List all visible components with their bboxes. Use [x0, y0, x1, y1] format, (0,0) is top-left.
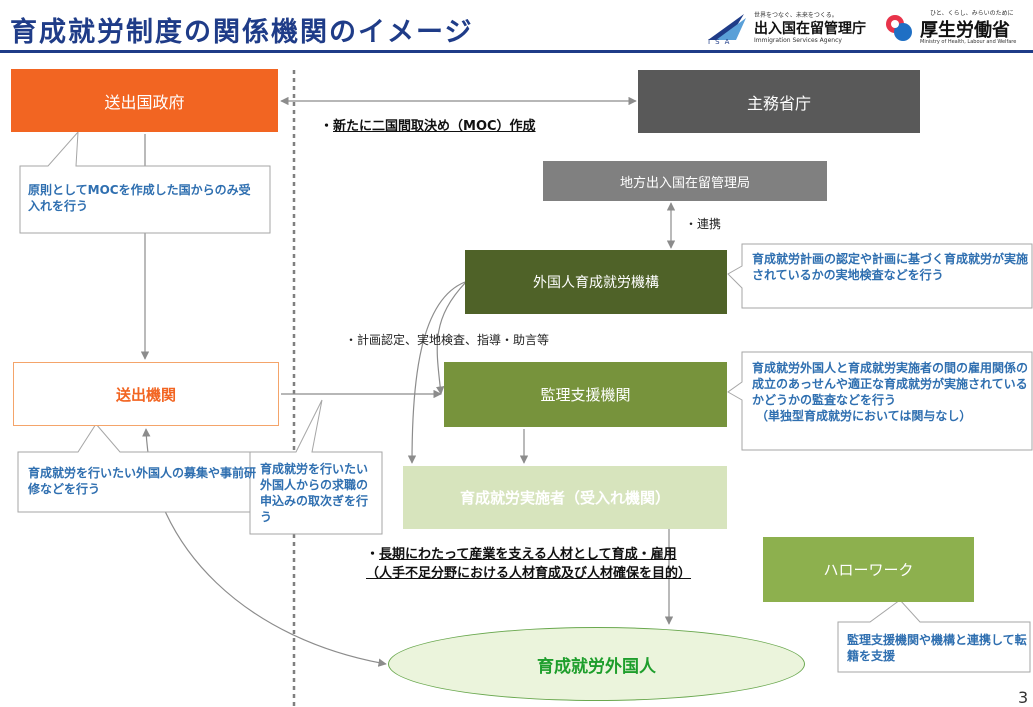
supervising-note: 育成就労外国人と育成就労実施者の間の雇用関係の成立のあっせんや適正な育成就労が実…: [752, 360, 1032, 424]
mhlw-tagline: ひと、くらし、みらいのために: [930, 10, 1014, 17]
org-guidance-curve: [407, 281, 466, 464]
callout-shape-hellowork: [837, 599, 1031, 673]
supervising-note-sub: （単独型育成就労においては関与なし）: [756, 409, 972, 423]
callout-shape-supervise: [727, 351, 1033, 451]
training-org-box: 外国人育成就労機構: [465, 250, 727, 314]
page-number: 3: [1018, 688, 1029, 707]
plan-certification-label: ・計画認定、実地検査、指導・助言等: [345, 333, 550, 347]
callout-shape-job: [249, 399, 383, 535]
foreign-worker-ellipse: 育成就労外国人: [388, 627, 805, 701]
mhlw-english-name: Ministry of Health, Labour and Welfare: [920, 39, 1017, 45]
sending-org-note: 育成就労を行いたい外国人の募集や事前研修などを行う: [28, 466, 257, 496]
sending-org-box: 送出機関: [13, 362, 279, 426]
isa-logo: ISA 世界をつなぐ、未来をつくる。 出入国在留管理庁 Immigration …: [706, 10, 876, 46]
isa-tagline: 世界をつなぐ、未来をつくる。: [754, 12, 838, 19]
org-to-supervise-curve: [436, 281, 467, 395]
sending-government-note: 原則としてMOCを作成した国からのみ受入れを行う: [28, 183, 251, 213]
liaison-label: ・連携: [685, 217, 722, 231]
hello-work-box: ハローワーク: [763, 537, 974, 602]
sending-government-box: 送出国政府: [11, 69, 278, 132]
moc-label: ・新たに二国間取決め（MOC）作成: [320, 119, 536, 134]
hello-work-note: 監理支援機関や機構と連携して転籍を支援: [847, 633, 1027, 663]
supervising-job-note: 育成就労を行いたい外国人からの求職の申込みの取次ぎを行う: [260, 462, 369, 524]
purpose-label: ・長期にわたって産業を支える人材として育成・雇用（人手不足分野における人材育成及…: [366, 547, 692, 581]
isa-swoosh-icon: [708, 14, 746, 40]
ministry-box: 主務省庁: [638, 70, 920, 133]
implementer-box: 育成就労実施者（受入れ機関）: [403, 466, 727, 529]
isa-name: 出入国在留管理庁: [754, 21, 866, 37]
callout-shape-org: [727, 243, 1033, 309]
supervising-note-main: 育成就労外国人と育成就労実施者の間の雇用関係の成立のあっせんや適正な育成就労が実…: [752, 361, 1029, 407]
isa-english-name: Immigration Services Agency: [754, 37, 842, 44]
title-underline: [0, 50, 1033, 53]
mhlw-emblem-icon: [886, 15, 912, 41]
page-title: 育成就労制度の関係機関のイメージ: [10, 17, 474, 48]
isa-abbr: ISA: [708, 38, 735, 46]
training-org-note: 育成就労計画の認定や計画に基づく育成就労が実施されているかの実地検査などを行う: [752, 252, 1029, 282]
mhlw-name: 厚生労働省: [920, 20, 1010, 41]
callout-shape-sending: [17, 423, 271, 513]
mhlw-logo: ひと、くらし、みらいのために 厚生労働省 Ministry of Health,…: [884, 8, 1030, 48]
regional-bureau-box: 地方出入国在留管理局: [543, 161, 827, 201]
supervising-org-box: 監理支援機関: [444, 362, 727, 427]
callout-shape-gov: [19, 130, 271, 234]
